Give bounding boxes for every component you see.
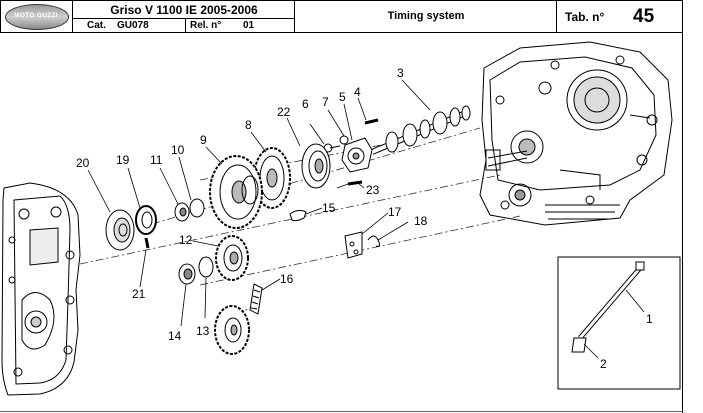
callout-4: 4	[354, 85, 361, 99]
frame-bottom-rule	[0, 411, 683, 412]
callout-7: 7	[322, 95, 329, 109]
washer-13	[198, 256, 214, 278]
washer-10	[189, 198, 205, 218]
exploded-view-drawing: 1 2 3 4 5 7 22 8 9 10 11 19 20 21 12 13 …	[1, 41, 681, 396]
callout-22b: 22	[277, 105, 291, 119]
callout-20: 20	[76, 156, 90, 170]
logo-oval	[5, 4, 69, 30]
callout-2: 2	[600, 357, 607, 371]
release-label: Rel. n°	[190, 20, 222, 31]
section-cell: Timing system	[295, 1, 557, 32]
catalog-label: Cat.	[87, 20, 106, 31]
callout-19: 19	[116, 153, 130, 167]
callout-15: 15	[322, 201, 336, 215]
callout-5: 5	[339, 90, 346, 104]
tool-tip	[571, 337, 587, 353]
tool-rod-inner	[578, 267, 642, 339]
timing-cover	[1, 182, 81, 396]
callout-11: 11	[150, 153, 163, 167]
callout-10: 10	[171, 143, 185, 157]
callout-18: 18	[414, 214, 428, 228]
brand-logo: MOTO GUZZI	[1, 1, 73, 32]
crankcase	[479, 41, 673, 226]
washer-7	[339, 135, 349, 145]
frame-right-rule	[682, 33, 683, 413]
pad-15	[289, 209, 307, 222]
callout-6: 6	[302, 97, 309, 111]
callout-9: 9	[200, 133, 207, 147]
gear-8	[253, 147, 291, 209]
bolt-21	[144, 237, 150, 249]
inset-tool	[557, 256, 681, 390]
callout-23: 23	[366, 183, 380, 197]
inset-leaders	[583, 289, 645, 359]
callout-1: 1	[646, 312, 653, 326]
table-number-value: 45	[633, 6, 655, 27]
screw-23	[347, 180, 363, 186]
section-title: Timing system	[387, 10, 465, 22]
callout-17: 17	[388, 205, 402, 219]
callout-8: 8	[245, 118, 252, 132]
inset-frame	[557, 256, 681, 390]
release-value: 01	[243, 20, 255, 31]
model-title: Griso V 1100 IE 2005-2006	[110, 3, 258, 17]
callout-3: 3	[397, 66, 404, 80]
gear-9	[209, 155, 263, 229]
crank-sprocket	[214, 305, 250, 355]
oil-seal	[135, 205, 157, 235]
callout-12: 12	[179, 233, 193, 247]
pin	[364, 118, 379, 125]
cam-gear	[301, 143, 331, 189]
nut-14	[178, 263, 196, 285]
spring-18	[367, 235, 381, 247]
callout-21: 21	[132, 287, 146, 301]
tool-rod-end	[635, 261, 645, 271]
camshaft-flange	[341, 137, 373, 173]
table-number-cell: Tab. n° 45	[557, 1, 684, 32]
front-flange	[105, 209, 135, 251]
gear-12	[215, 235, 249, 281]
leader-lines	[87, 79, 431, 327]
brand-name: MOTO GUZZI	[14, 12, 58, 19]
tensioner-bracket	[344, 231, 363, 259]
callout-labels: 1 2 3 4 5 7 22 8 9 10 11 19 20 21 12 13 …	[76, 66, 653, 371]
model-cell: Griso V 1100 IE 2005-2006 Cat. GU078 Rel…	[73, 1, 295, 33]
timing-chain	[249, 283, 263, 315]
catalog-value: GU078	[117, 20, 149, 31]
table-number-label: Tab. n°	[565, 10, 605, 24]
catalog-cell	[73, 19, 186, 33]
camshaft	[370, 105, 471, 155]
callout-16: 16	[280, 272, 294, 286]
catalog-row: Cat. GU078 Rel. n° 01	[73, 18, 295, 33]
nut-11	[174, 202, 190, 222]
callout-14: 14	[168, 329, 182, 343]
callout-13: 13	[196, 324, 210, 338]
header-table: MOTO GUZZI Griso V 1100 IE 2005-2006 Cat…	[0, 0, 683, 33]
